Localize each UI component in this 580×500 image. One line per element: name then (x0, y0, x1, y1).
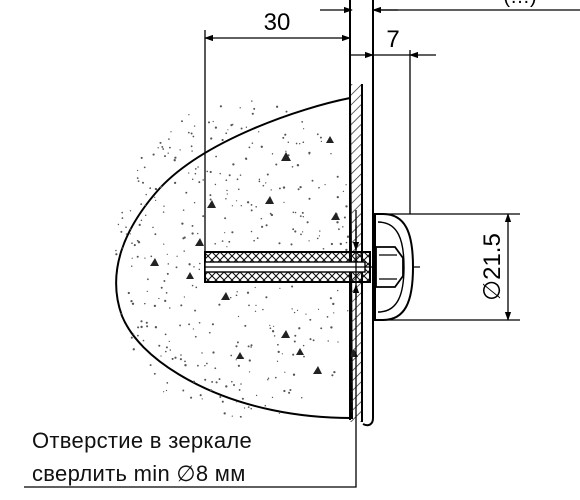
dimension-top: (…) (320, 0, 580, 14)
concrete-stipple (115, 100, 350, 418)
caption-leader (24, 210, 357, 488)
dimension-diameter-label: ∅21.5 (479, 233, 506, 301)
dimension-depth-label: 30 (264, 9, 291, 36)
wall-anchor (204, 251, 420, 283)
drill-note: Отверстие в зеркале сверлить min ∅8 мм (32, 424, 252, 490)
drill-note-line-2: сверлить min ∅8 мм (32, 461, 246, 486)
dimension-top-label: (…) (503, 0, 536, 8)
dimension-diameter: ∅21.5 (383, 213, 520, 321)
drill-note-line-1: Отверстие в зеркале (32, 428, 253, 453)
dimension-offset-label: 7 (386, 26, 399, 53)
decorative-cap (374, 213, 415, 321)
dimension-depth: 30 (204, 9, 351, 252)
dimension-offset: 7 (350, 26, 436, 214)
